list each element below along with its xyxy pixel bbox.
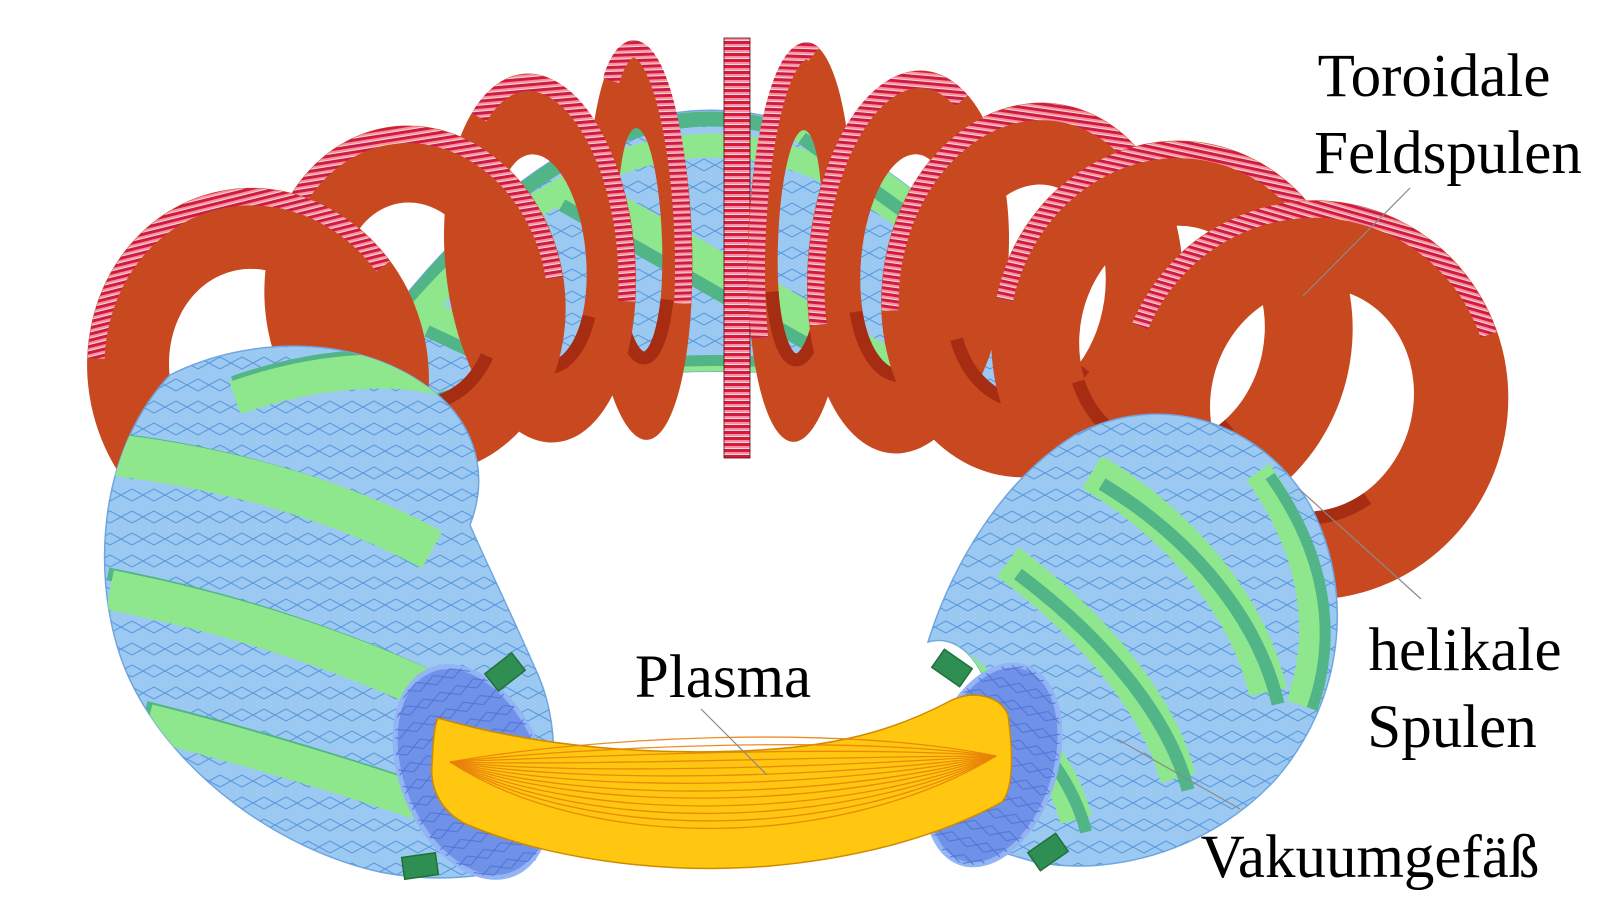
plasma-surface xyxy=(431,694,1013,870)
label-plasma: Plasma xyxy=(635,644,811,711)
plasma-field-lines xyxy=(449,736,997,830)
label-vacuum-vessel: Vakuumgefäß xyxy=(1201,824,1540,891)
label-helical-coils-line1: helikale xyxy=(1368,617,1561,684)
label-helical-coils-line2: Spulen xyxy=(1367,694,1536,761)
leader-line-vacuum-vessel xyxy=(1116,738,1241,810)
label-toroidal-coils-line2: Feldspulen xyxy=(1314,120,1582,187)
leader-line-plasma xyxy=(700,708,768,776)
helical-coil-end-caps xyxy=(400,648,1070,881)
central-edge-on-coil xyxy=(723,37,751,459)
label-toroidal-coils-line1: Toroidale xyxy=(1318,43,1551,110)
plasma-ribbon xyxy=(431,694,1013,870)
leader-line-toroidal-coils xyxy=(1302,187,1411,297)
leader-line-helical-coils xyxy=(1298,488,1422,600)
